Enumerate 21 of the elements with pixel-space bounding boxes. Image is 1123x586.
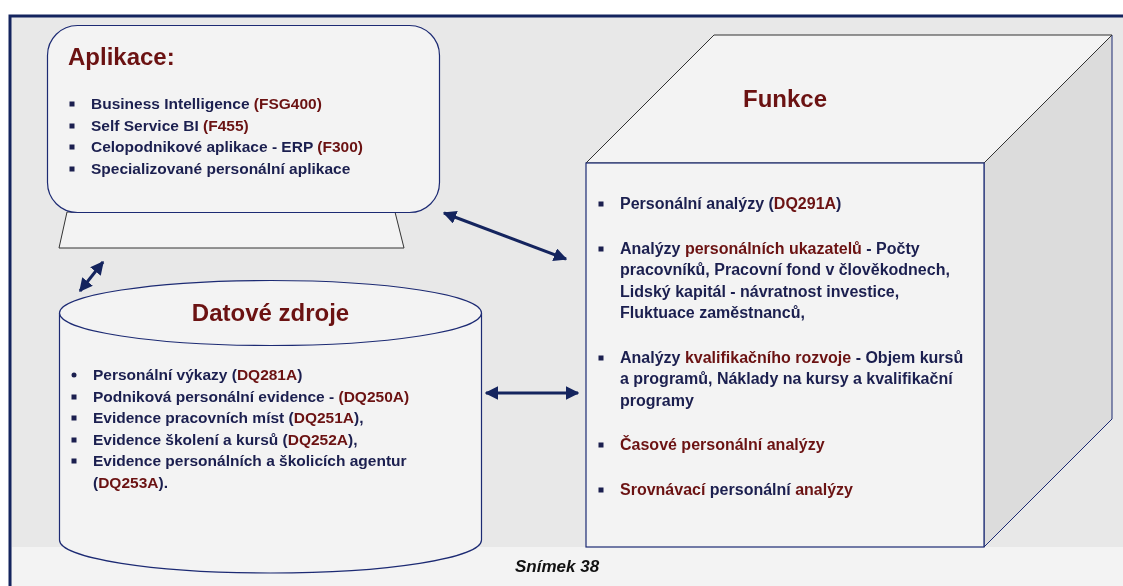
heading: Datové zdroje <box>190 299 351 327</box>
list-item: Self Service BI (F455) <box>91 115 250 136</box>
list-item: Podniková personální evidence - (DQ250A) <box>93 386 411 407</box>
list-item: Časové personální analýzy <box>620 434 826 455</box>
list-item: Celopodnikové aplikace - ERP (F300) <box>91 137 364 157</box>
heading: Aplikace: <box>68 43 176 71</box>
list-item: Business Intelligence (FSG400) <box>91 94 323 114</box>
list-item: Personální výkazy (DQ281A) <box>93 365 304 385</box>
list-item: Personální analýzy (DQ291A) <box>620 194 843 214</box>
heading: Funkce <box>742 85 828 113</box>
double-headed-arrow <box>484 386 580 400</box>
list-item: Specializované personální aplikace <box>91 158 352 179</box>
double-headed-arrow <box>442 210 568 262</box>
list-item: Evidence školení a kursů (DQ252A), <box>93 429 359 450</box>
list-item: Evidence pracovních míst (DQ251A), <box>93 408 365 428</box>
list-item: Evidence personálních a školicích agentur (DQ253A). <box>93 451 408 493</box>
list-item: Srovnávací personální analýzy <box>620 479 854 500</box>
list-item: Analýzy personálních ukazatelů - Počty pracovníků, Pracovní fond v člověkodnech, Lidský kapitál - návratnost investice, Fluktuace zaměstnanců, <box>620 238 951 323</box>
list-item: Analýzy kvalifikačního rozvoje - Objem kursů a programů, Náklady na kursy a kvalifikační programy <box>620 347 965 411</box>
slide-number: Snímek 38 <box>515 557 600 577</box>
double-headed-arrow <box>78 260 105 293</box>
